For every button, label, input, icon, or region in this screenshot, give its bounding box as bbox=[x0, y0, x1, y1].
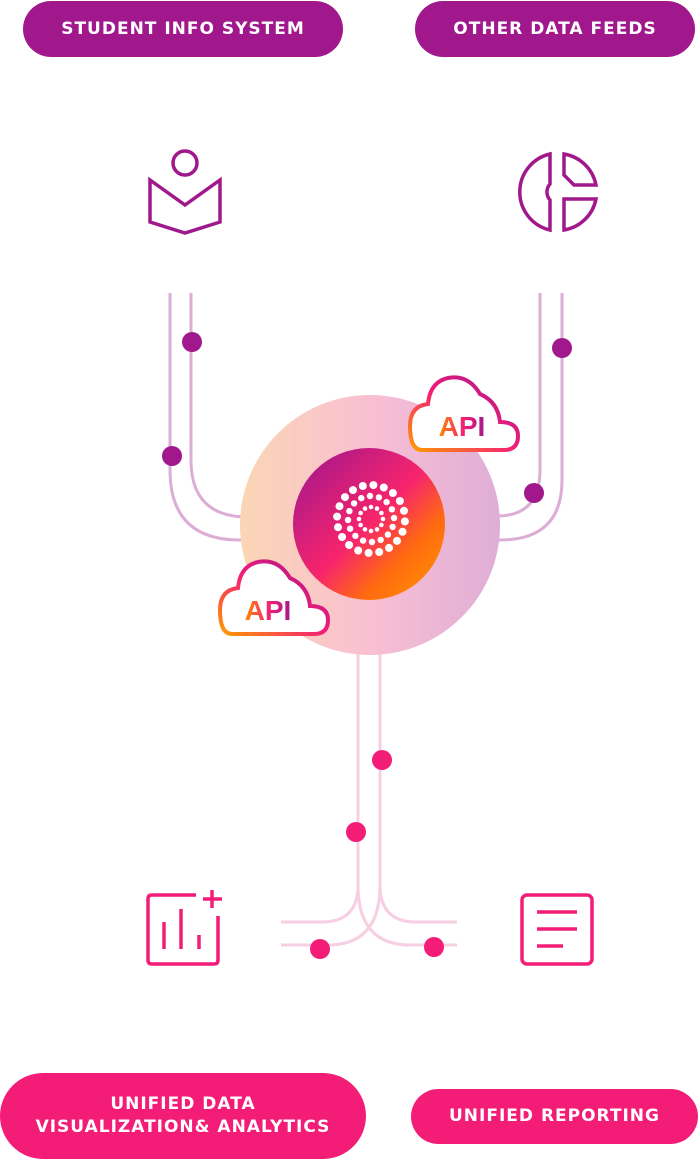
logo-dot bbox=[383, 498, 390, 506]
dot bbox=[372, 750, 392, 770]
logo-dot bbox=[346, 525, 354, 532]
logo-dot bbox=[338, 533, 347, 541]
logo-dot bbox=[349, 486, 357, 495]
bar-chart-plus-icon bbox=[146, 890, 222, 966]
hub-core bbox=[293, 448, 445, 600]
unified-reporting-pill[interactable]: UNIFIED REPORTING bbox=[411, 1089, 698, 1144]
pie-chart-icon bbox=[518, 151, 599, 233]
student-info-system-pill[interactable]: STUDENT INFO SYSTEM bbox=[23, 1, 343, 57]
logo-dot bbox=[398, 527, 407, 536]
logo-dot bbox=[358, 494, 365, 502]
logo-dot bbox=[374, 527, 380, 532]
logo-dot bbox=[375, 494, 383, 501]
unified-data-visualization-pill[interactable]: UNIFIED DATA VISUALIZATION& ANALYTICS bbox=[0, 1073, 366, 1159]
api-label: API bbox=[245, 595, 292, 626]
cloud-icon bbox=[407, 375, 521, 452]
logo-dot bbox=[379, 483, 388, 492]
logo-dot bbox=[364, 548, 373, 557]
logo-dot bbox=[359, 537, 367, 544]
logo-dot bbox=[333, 512, 342, 521]
logo-dot bbox=[362, 506, 368, 511]
unified-reporting-label: UNIFIED REPORTING bbox=[449, 1106, 660, 1126]
logo-dot bbox=[366, 492, 374, 500]
logo-dot bbox=[368, 504, 374, 510]
logo-dot bbox=[388, 506, 396, 513]
reader-book-icon bbox=[148, 149, 222, 235]
dot bbox=[162, 446, 182, 466]
dot bbox=[524, 483, 544, 503]
connector-bottom bbox=[281, 650, 457, 947]
logo-dot bbox=[377, 536, 384, 544]
logo-dot bbox=[384, 531, 392, 538]
logo-dot bbox=[393, 536, 401, 545]
api-cloud-top-right: API bbox=[407, 375, 521, 452]
dot bbox=[182, 332, 202, 352]
logo-dot bbox=[345, 541, 354, 549]
logo-dot bbox=[400, 517, 409, 526]
logo-dot bbox=[334, 523, 342, 532]
connector-dots bbox=[162, 332, 572, 959]
logo-dot bbox=[380, 516, 386, 522]
logo-dot bbox=[335, 502, 344, 511]
unified-data-line1: UNIFIED DATA bbox=[110, 1094, 256, 1114]
logo-dot bbox=[341, 493, 349, 502]
logo-dot bbox=[374, 506, 380, 511]
logo-dot bbox=[352, 532, 359, 540]
student-info-system-label: STUDENT INFO SYSTEM bbox=[61, 18, 305, 39]
dot bbox=[346, 822, 366, 842]
dot bbox=[310, 939, 330, 959]
logo-dot bbox=[358, 510, 363, 516]
logo-dot bbox=[368, 538, 376, 546]
logo-dot bbox=[358, 522, 363, 528]
api-cloud-bottom-left: API bbox=[217, 559, 331, 636]
logo-dot bbox=[388, 489, 397, 497]
dot bbox=[424, 937, 444, 957]
api-label: API bbox=[439, 411, 486, 442]
other-data-feeds-pill[interactable]: OTHER DATA FEEDS bbox=[415, 1, 695, 57]
logo-dot bbox=[390, 514, 398, 522]
logo-dot bbox=[400, 506, 408, 515]
logo-dot bbox=[395, 497, 404, 505]
logo-dot bbox=[354, 546, 363, 555]
unified-data-line2: VISUALIZATION& ANALYTICS bbox=[35, 1117, 331, 1137]
logo-dot bbox=[379, 522, 384, 528]
cloud-icon bbox=[217, 559, 331, 636]
logo-dot bbox=[362, 527, 368, 532]
dotted-sunburst-logo-icon bbox=[333, 481, 409, 557]
logo-dot bbox=[346, 507, 353, 515]
logo-dot bbox=[379, 510, 384, 516]
logo-dot bbox=[356, 516, 362, 522]
logo-dot bbox=[344, 516, 352, 524]
other-data-feeds-label: OTHER DATA FEEDS bbox=[453, 18, 657, 39]
dot bbox=[552, 338, 572, 358]
logo-dot bbox=[385, 543, 393, 552]
logo-dot bbox=[350, 500, 358, 507]
logo-dot bbox=[368, 528, 374, 534]
logo-dot bbox=[375, 548, 384, 556]
logo-dot bbox=[389, 523, 396, 531]
document-lines-icon bbox=[520, 893, 594, 966]
logo-dot bbox=[358, 482, 367, 490]
logo-dot bbox=[369, 481, 378, 490]
